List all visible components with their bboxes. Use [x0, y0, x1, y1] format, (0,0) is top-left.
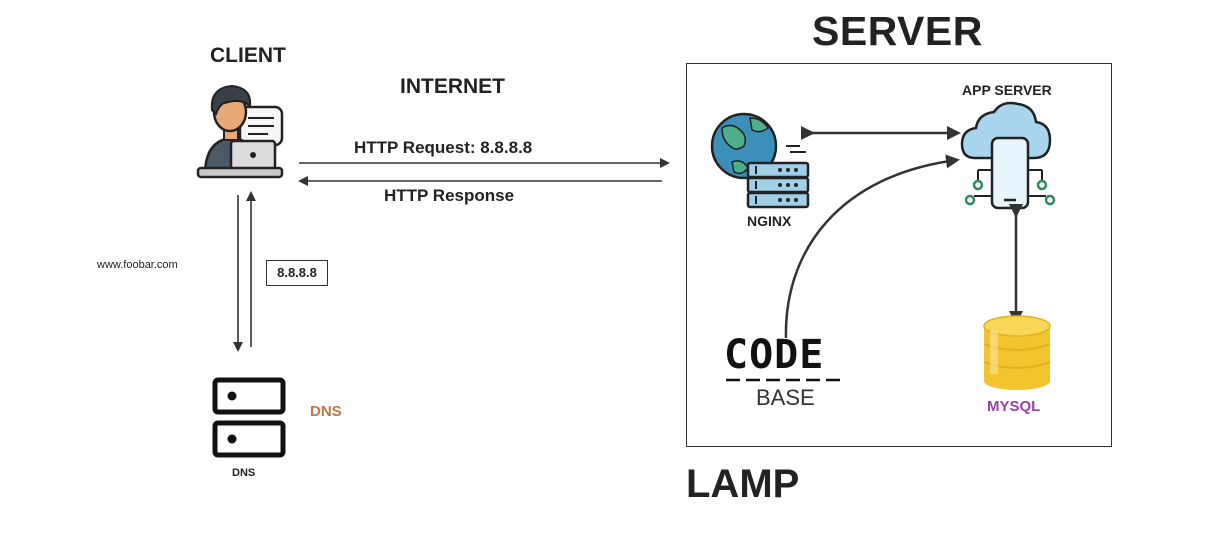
server-title: SERVER: [812, 8, 983, 54]
stack-label: LAMP: [686, 462, 800, 506]
nginx-label: NGINX: [747, 213, 792, 229]
http-request-label: HTTP Request: 8.8.8.8: [354, 138, 533, 157]
dns-answer-box: 8.8.8.8: [266, 260, 328, 286]
internet-title: INTERNET: [400, 75, 505, 98]
cloud-app-server-icon: [960, 101, 1056, 210]
code-word: CODE: [724, 332, 825, 378]
codebase-deploy-arrow: [784, 154, 960, 339]
http-response-label: HTTP Response: [384, 186, 515, 205]
client-title: CLIENT: [210, 44, 286, 67]
globe-server-nginx-icon: [710, 112, 810, 209]
dns-query-label: www.foobar.com: [97, 259, 178, 271]
dns-side-label: DNS: [310, 403, 342, 420]
base-word: BASE: [756, 385, 815, 410]
dns-caption: DNS: [232, 467, 256, 479]
app-server-label: APP SERVER: [962, 82, 1052, 98]
mysql-database-icon: [983, 315, 1051, 390]
mysql-label: MYSQL: [987, 398, 1041, 415]
dns-server-icon: [212, 377, 286, 458]
developer-client-icon: [196, 84, 284, 179]
server-boundary-box: [686, 63, 1112, 447]
